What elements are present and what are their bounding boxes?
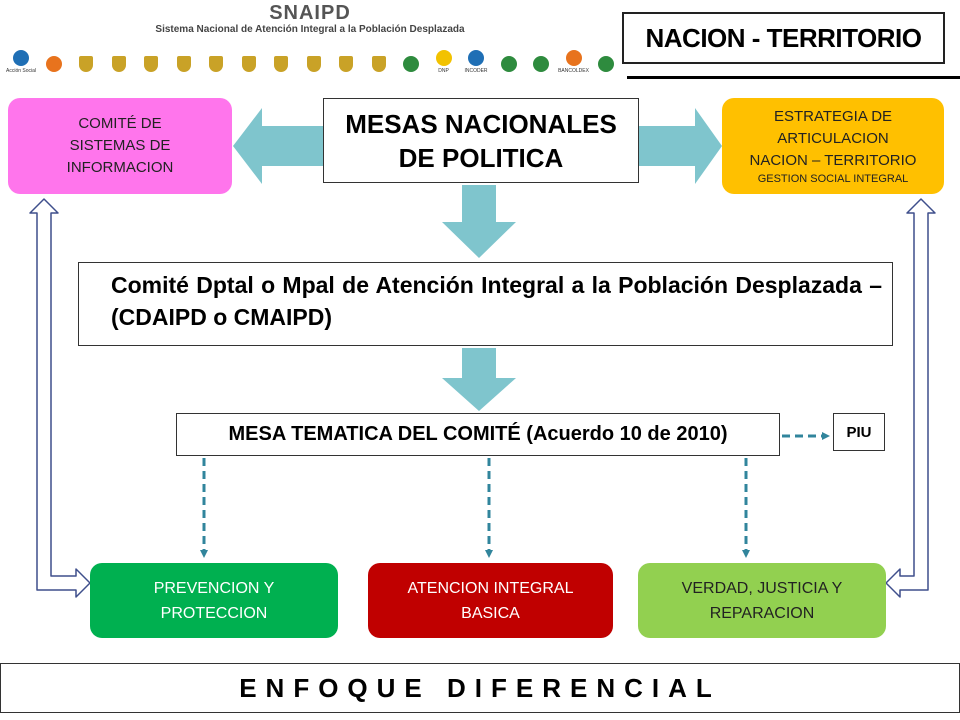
mesas-nacionales-box: MESAS NACIONALES DE POLITICA xyxy=(323,98,639,183)
accion-social-logo-mark xyxy=(13,50,29,66)
comite-sistemas-line2: SISTEMAS DE xyxy=(69,137,171,154)
incoder-logo-mark xyxy=(468,50,484,66)
snaipd-title: SNAIPD xyxy=(269,2,351,24)
estrategia-gestion-social: GESTION SOCIAL INTEGRAL xyxy=(757,173,909,185)
arrow-down-to-mesa-tematica xyxy=(442,348,516,411)
prevencion-line1: PREVENCION Y xyxy=(153,579,275,597)
comite-sistemas-box: COMITÉ DE SISTEMAS DE INFORMACION xyxy=(8,98,232,194)
logo-caption: Acción Social xyxy=(6,68,37,74)
mesa-tematica-box: MESA TEMATICA DEL COMITÉ (Acuerdo 10 de … xyxy=(176,413,780,456)
mesas-nacionales-line1: MESAS NACIONALES xyxy=(345,108,617,139)
colombia-shield-logo xyxy=(299,56,329,74)
institution-logos: Acción Social DNP INCODER BANCOLDEX xyxy=(6,46,621,74)
sena-logo-mark xyxy=(403,56,419,72)
header-divider xyxy=(627,76,960,79)
atencion-line2: BASICA xyxy=(461,604,520,622)
colombia-shield-logo-mark xyxy=(371,56,386,72)
estrategia-line2: ARTICULACION xyxy=(777,130,889,147)
comite-sistemas-line3: INFORMACION xyxy=(66,159,174,176)
arrow-left-to-comite xyxy=(233,108,323,184)
banagrario-logo-mark xyxy=(598,56,614,72)
logo-caption: DNP xyxy=(438,68,449,74)
colombia-shield-logo xyxy=(331,56,361,74)
colombia-shield-logo xyxy=(104,56,134,74)
sena-logo xyxy=(526,56,556,74)
colombia-shield-logo-mark xyxy=(241,56,256,72)
colombia-shield-logo-mark xyxy=(339,56,353,72)
accion-social-logo: Acción Social xyxy=(6,50,36,74)
nacion-territorio-label: NACION - TERRITORIO xyxy=(622,12,945,64)
verdad-box: VERDAD, JUSTICIA Y REPARACION xyxy=(638,563,886,638)
comite-sistemas-line1: COMITÉ DE xyxy=(78,115,162,132)
verdad-line2: REPARACION xyxy=(709,604,815,622)
dnp-logo: DNP xyxy=(429,50,459,74)
colombia-shield-logo xyxy=(234,56,264,74)
bancoldex-logo-mark xyxy=(565,50,582,66)
arrow-down-to-comite-dptal xyxy=(442,185,516,258)
snaipd-subtitle: Sistema Nacional de Atención Integral a … xyxy=(155,24,465,35)
colombia-shield-logo xyxy=(136,56,166,74)
estrategia-line3: NACION – TERRITORIO xyxy=(749,152,917,169)
estrategia-line1: ESTRATEGIA DE xyxy=(773,108,893,125)
swirl-logo xyxy=(39,56,69,74)
incoder-logo: INCODER xyxy=(461,50,491,74)
colombia-shield-logo-mark xyxy=(209,56,223,72)
logo-caption: INCODER xyxy=(464,68,488,74)
bancoldex-logo: BANCOLDEX xyxy=(558,50,589,74)
comite-dptal-box: Comité Dptal o Mpal de Atención Integral… xyxy=(78,262,893,346)
prevencion-box: PREVENCION Y PROTECCION xyxy=(90,563,338,638)
dnp-logo-mark xyxy=(435,50,452,66)
outline-arrow-left xyxy=(29,198,91,598)
colombia-shield-logo xyxy=(364,56,394,74)
colombia-shield-logo-mark xyxy=(111,56,126,72)
atencion-box: ATENCION INTEGRAL BASICA xyxy=(368,563,613,638)
header-banner: SNAIPD Sistema Nacional de Atención Inte… xyxy=(0,0,960,82)
bienestar-familiar-logo-mark xyxy=(500,56,517,72)
estrategia-box: ESTRATEGIA DE ARTICULACION NACION – TERR… xyxy=(722,98,944,194)
verdad-line1: VERDAD, JUSTICIA Y xyxy=(681,579,843,597)
colombia-shield-logo-mark xyxy=(144,56,158,72)
enfoque-diferencial-bar: ENFOQUE DIFERENCIAL xyxy=(0,663,960,713)
colombia-shield-logo xyxy=(71,56,101,74)
banagrario-logo xyxy=(591,56,621,74)
colombia-shield-logo xyxy=(169,56,199,74)
colombia-shield-logo-mark xyxy=(176,56,191,72)
outline-arrow-right xyxy=(885,198,936,598)
arrow-right-to-estrategia xyxy=(639,108,722,184)
colombia-shield-logo-mark xyxy=(274,56,288,72)
prevencion-line2: PROTECCION xyxy=(160,604,268,622)
bienestar-familiar-logo xyxy=(494,56,524,74)
swirl-logo-mark xyxy=(45,56,62,72)
mesas-nacionales-line2: DE POLITICA xyxy=(398,142,564,173)
colombia-shield-logo xyxy=(201,56,231,74)
sena-logo-mark xyxy=(533,56,549,72)
logo-caption: BANCOLDEX xyxy=(558,68,589,74)
piu-box: PIU xyxy=(833,413,885,451)
colombia-shield-logo-mark xyxy=(79,56,93,72)
colombia-shield-logo xyxy=(266,56,296,74)
colombia-shield-logo-mark xyxy=(306,56,321,72)
sena-logo xyxy=(396,56,426,74)
atencion-line1: ATENCION INTEGRAL xyxy=(407,579,574,597)
